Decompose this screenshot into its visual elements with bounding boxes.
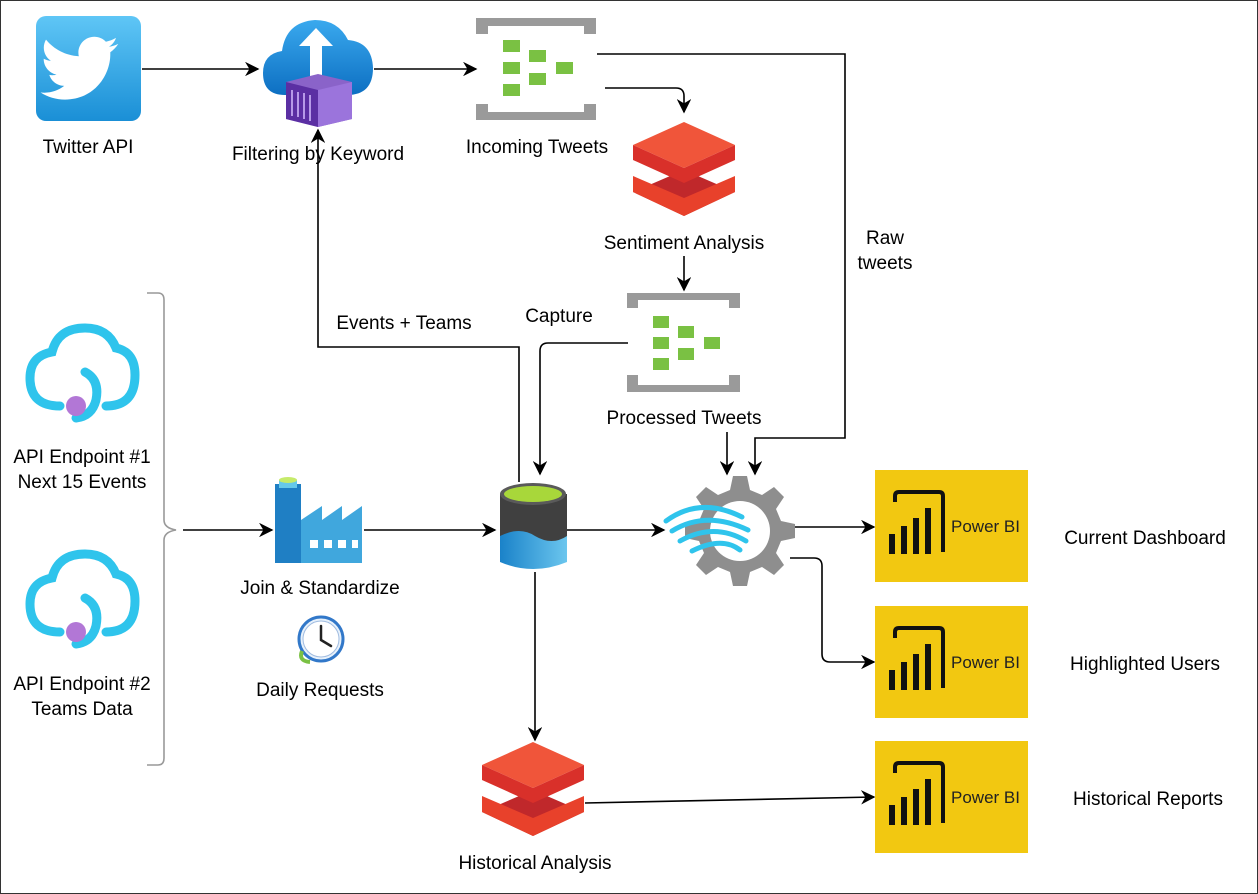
events-teams-label: Events + Teams [336, 313, 472, 334]
historical-databricks-icon [482, 742, 584, 836]
powerbi-highlighted-tile: Power BI [875, 606, 1028, 718]
edge-analytics-to-highlighted [790, 557, 876, 670]
twitter-icon [36, 16, 141, 121]
api-endpoint-1-icon [25, 323, 140, 423]
raw-tweets-label-line1: Raw [865, 228, 904, 249]
powerbi-historical-tile: Power BI [875, 741, 1028, 853]
processed-tweets-label: Processed Tweets [606, 408, 762, 429]
powerbi-icon [889, 761, 945, 825]
sentiment-databricks-icon [633, 122, 735, 216]
powerbi-icon [889, 490, 945, 554]
join-standardize-label: Join & Standardize [240, 578, 400, 599]
raw-tweets-label-line2: tweets [857, 253, 913, 274]
highlighted-users-label: Highlighted Users [1070, 654, 1220, 675]
edge-historical-to-reports [584, 790, 876, 805]
api-endpoint-2-label: API Endpoint #2 [13, 674, 151, 695]
incoming-eventhub-icon [476, 18, 596, 120]
current-dashboard-label: Current Dashboard [1064, 528, 1226, 549]
api-endpoint-1-sublabel: Next 15 Events [17, 472, 147, 493]
data-lake-icon [500, 483, 567, 569]
clock-icon [297, 615, 345, 664]
api-group-brace [147, 292, 177, 766]
filtering-label: Filtering by Keyword [231, 144, 405, 165]
powerbi-label: Power BI [951, 788, 1020, 807]
capture-label: Capture [525, 306, 593, 327]
edge-events-teams [310, 128, 520, 482]
powerbi-label: Power BI [951, 517, 1020, 536]
edge-raw-tweets [597, 53, 846, 476]
api-endpoint-2-icon [25, 549, 140, 649]
api-endpoint-2-sublabel: Teams Data [31, 699, 133, 720]
historical-reports-label: Historical Reports [1073, 789, 1223, 810]
processed-eventhub-icon [627, 293, 740, 392]
edge-incoming-to-sentiment [605, 87, 692, 114]
api-endpoint-1-label: API Endpoint #1 [13, 447, 151, 468]
edges [142, 53, 876, 805]
powerbi-current-tile: Power BI [875, 470, 1028, 582]
twitter-api-label: Twitter API [42, 137, 134, 158]
edge-capture [532, 342, 628, 476]
filter-function-icon [263, 20, 373, 127]
data-factory-icon [275, 477, 362, 563]
historical-analysis-label: Historical Analysis [458, 853, 612, 874]
powerbi-icon [889, 626, 945, 690]
sentiment-analysis-label: Sentiment Analysis [603, 233, 765, 254]
incoming-tweets-label: Incoming Tweets [465, 137, 609, 158]
daily-requests-label: Daily Requests [256, 680, 384, 701]
stream-analytics-icon [663, 476, 795, 586]
powerbi-label: Power BI [951, 653, 1020, 672]
